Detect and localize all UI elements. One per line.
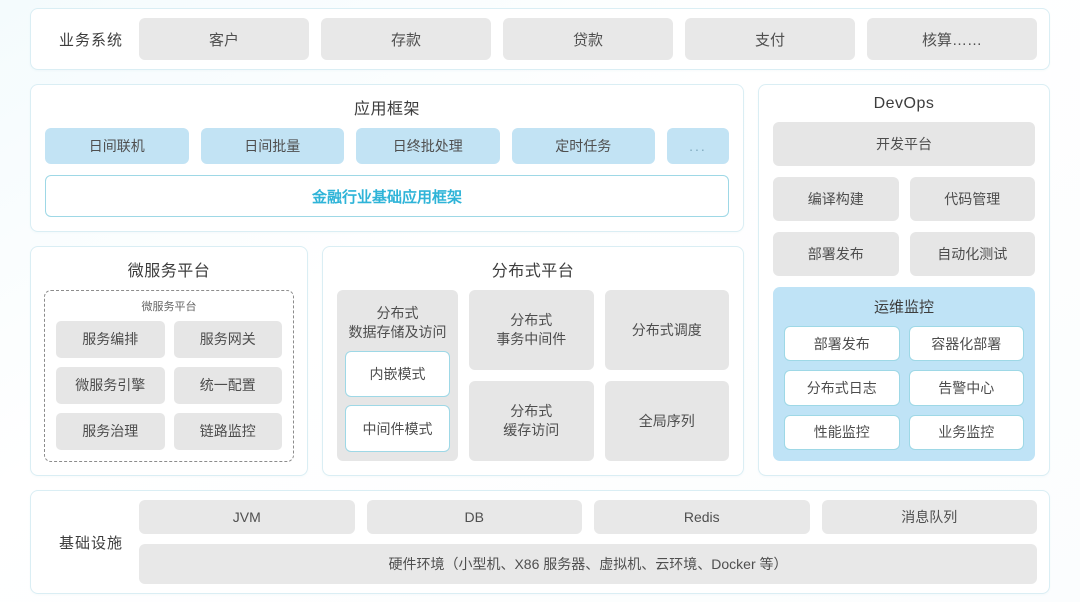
- devops-row-build: 编译构建 代码管理: [773, 177, 1035, 221]
- application-framework-title: 应用框架: [353, 101, 420, 118]
- infrastructure-content: JVM DB Redis 消息队列 硬件环境（小型机、X86 服务器、虚拟机、云…: [139, 500, 1037, 584]
- ops-monitoring-title: 运维监控: [873, 299, 934, 316]
- microservice-platform-card: 微服务平台 微服务平台 服务编排 服务网关 微服务引擎 统一配置 服务治理 链路…: [30, 246, 308, 476]
- business-system-item[interactable]: 客户: [139, 18, 309, 60]
- app-framework-item[interactable]: 日间批量: [200, 128, 344, 164]
- devops-title: DevOps: [873, 95, 935, 112]
- microservice-item[interactable]: 微服务引擎: [56, 367, 165, 404]
- infrastructure-item-jvm[interactable]: JVM: [139, 500, 355, 534]
- devops-item-compile-build[interactable]: 编译构建: [773, 177, 899, 221]
- cache-line2: 缓存访问: [503, 422, 560, 438]
- platform-lower-row: 微服务平台 微服务平台 服务编排 服务网关 微服务引擎 统一配置 服务治理 链路…: [30, 246, 744, 476]
- ops-item[interactable]: 性能监控: [784, 414, 900, 450]
- microservice-item[interactable]: 服务网关: [173, 321, 282, 358]
- ops-item[interactable]: 容器化部署: [908, 326, 1024, 362]
- infrastructure-item-message-queue[interactable]: 消息队列: [821, 500, 1037, 534]
- cache-line1: 分布式: [510, 403, 553, 420]
- distributed-transaction-middleware[interactable]: 分布式 事务中间件: [469, 290, 594, 370]
- devops-card: DevOps 开发平台 编译构建 代码管理 部署发布 自动化测试 运维监控 部署…: [758, 84, 1050, 476]
- app-framework-item[interactable]: 日终批处理: [356, 128, 500, 164]
- devops-dev-platform[interactable]: 开发平台: [773, 122, 1035, 166]
- application-framework-card: 应用框架 日间联机 日间批量 日终批处理 定时任务 ... 金融行业基础应用框架: [30, 84, 744, 232]
- transaction-line2: 事务中间件: [496, 331, 567, 347]
- devops-item-deploy-release[interactable]: 部署发布: [773, 232, 899, 276]
- ops-monitoring-items: 部署发布 容器化部署 分布式日志 告警中心 性能监控 业务监控: [784, 326, 1024, 450]
- business-system-item[interactable]: 核算……: [867, 18, 1037, 60]
- storage-mode-embedded[interactable]: 内嵌模式: [345, 350, 450, 398]
- app-framework-more[interactable]: ...: [667, 128, 729, 164]
- devops-item-code-management[interactable]: 代码管理: [909, 177, 1035, 221]
- distributed-storage-column: 分布式 数据存储及访问 内嵌模式 中间件模式: [337, 290, 458, 461]
- global-sequence[interactable]: 全局序列: [604, 381, 729, 461]
- microservice-platform-title: 微服务平台: [127, 263, 211, 280]
- infrastructure-item-redis[interactable]: Redis: [594, 500, 810, 534]
- business-system-item[interactable]: 贷款: [503, 18, 673, 60]
- storage-title-line2: 数据存储及访问: [348, 323, 447, 340]
- infrastructure-label: 基础设施: [58, 534, 123, 552]
- infrastructure-layer: 基础设施 JVM DB Redis 消息队列 硬件环境（小型机、X86 服务器、…: [30, 490, 1050, 594]
- app-framework-item[interactable]: 日间联机: [45, 128, 189, 164]
- distributed-cache-access[interactable]: 分布式 缓存访问: [469, 381, 594, 461]
- distributed-platform-body: 分布式 数据存储及访问 内嵌模式 中间件模式 分布式: [323, 290, 743, 475]
- hardware-environment[interactable]: 硬件环境（小型机、X86 服务器、虚拟机、云环境、Docker 等）: [139, 544, 1037, 584]
- business-systems-items: 客户 存款 贷款 支付 核算……: [139, 18, 1037, 60]
- distributed-middleware-column: 分布式 事务中间件 分布式 缓存访问: [469, 290, 594, 461]
- storage-mode-middleware[interactable]: 中间件模式: [345, 405, 450, 452]
- business-system-item[interactable]: 存款: [321, 18, 491, 60]
- distributed-platform-title: 分布式平台: [491, 263, 575, 280]
- business-system-item[interactable]: 支付: [685, 18, 855, 60]
- distributed-platform-card: 分布式平台 分布式 数据存储及访问 内嵌模式 中间件模式: [322, 246, 744, 476]
- microservice-platform-items: 服务编排 服务网关 微服务引擎 统一配置 服务治理 链路监控: [56, 321, 282, 450]
- platform-left-column: 应用框架 日间联机 日间批量 日终批处理 定时任务 ... 金融行业基础应用框架…: [30, 84, 744, 476]
- business-systems-label: 业务系统: [58, 31, 123, 49]
- microservice-platform-dashed-group: 微服务平台 服务编排 服务网关 微服务引擎 统一配置 服务治理 链路监控: [44, 290, 294, 462]
- storage-title-line1: 分布式: [376, 305, 419, 321]
- microservice-item[interactable]: 服务编排: [56, 321, 165, 358]
- distributed-data-storage-group[interactable]: 分布式 数据存储及访问 内嵌模式 中间件模式: [337, 290, 458, 461]
- distributed-scheduling[interactable]: 分布式调度: [604, 290, 729, 370]
- ops-item[interactable]: 告警中心: [908, 370, 1024, 406]
- devops-body: 开发平台 编译构建 代码管理 部署发布 自动化测试 运维监控 部署发布 容器化部…: [759, 122, 1049, 475]
- ops-item[interactable]: 业务监控: [908, 414, 1024, 450]
- app-framework-item[interactable]: 定时任务: [511, 128, 655, 164]
- financial-base-framework-banner: 金融行业基础应用框架: [45, 175, 729, 217]
- microservice-item[interactable]: 服务治理: [56, 413, 165, 450]
- application-framework-pills: 日间联机 日间批量 日终批处理 定时任务 ...: [45, 128, 729, 164]
- ops-item[interactable]: 部署发布: [784, 326, 900, 362]
- microservice-item[interactable]: 链路监控: [173, 413, 282, 450]
- devops-row-deploy: 部署发布 自动化测试: [773, 232, 1035, 276]
- microservice-item[interactable]: 统一配置: [173, 367, 282, 404]
- ops-item[interactable]: 分布式日志: [784, 370, 900, 406]
- business-systems-layer: 业务系统 客户 存款 贷款 支付 核算……: [30, 8, 1050, 70]
- distributed-scheduling-column: 分布式调度 全局序列: [604, 290, 729, 461]
- infrastructure-item-db[interactable]: DB: [366, 500, 582, 534]
- ops-monitoring-panel: 运维监控 部署发布 容器化部署 分布式日志 告警中心 性能监控 业务监控: [773, 287, 1035, 461]
- distributed-data-storage-title: 分布式 数据存储及访问: [345, 298, 450, 351]
- microservice-platform-inner-title: 微服务平台: [141, 301, 197, 313]
- platform-layer: 应用框架 日间联机 日间批量 日终批处理 定时任务 ... 金融行业基础应用框架…: [30, 84, 1050, 476]
- devops-item-automated-test[interactable]: 自动化测试: [909, 232, 1035, 276]
- infrastructure-items: JVM DB Redis 消息队列: [139, 500, 1037, 534]
- transaction-line1: 分布式: [510, 312, 553, 329]
